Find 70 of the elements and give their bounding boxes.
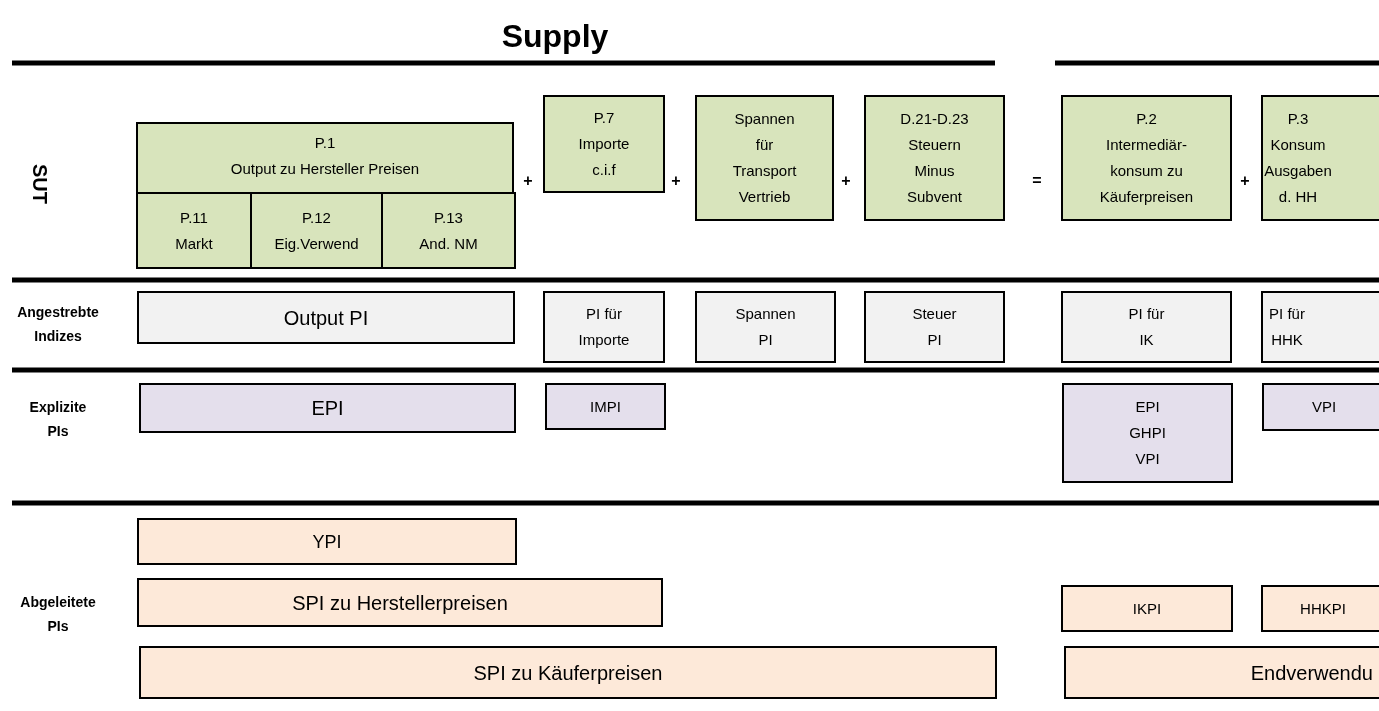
box-text: IKPI <box>1132 598 1162 619</box>
box-text: GHPI <box>1129 423 1166 443</box>
box-text: P.12 <box>302 207 331 228</box>
operator-sign: + <box>522 171 534 191</box>
box-text: YPI <box>312 530 342 554</box>
box-text: P.2 <box>1136 109 1157 129</box>
row-header: SUT <box>29 163 51 206</box>
derived-index-box <box>1061 585 1233 632</box>
derived-index-box <box>137 518 517 565</box>
target-index-box <box>543 291 665 363</box>
box-text: Output PI <box>283 305 369 331</box>
box-text: P.11 <box>180 207 208 228</box>
box-text: EPI <box>1135 397 1160 417</box>
derived-index-box <box>1064 646 1379 699</box>
box-text: Output zu Hersteller Preisen <box>230 159 420 179</box>
operator-sign: + <box>840 171 852 191</box>
row-header: Explizite PIs <box>28 398 88 441</box>
box-text: P.7 <box>593 108 615 128</box>
account-box <box>543 95 665 193</box>
box-text: Spannen PI <box>734 304 797 350</box>
target-index-box <box>1061 291 1232 363</box>
target-index-box <box>137 291 515 344</box>
box-text: P.1 <box>314 133 336 153</box>
box-text: PI für HHK <box>1268 304 1306 350</box>
derived-index-box <box>137 578 663 627</box>
box-text: HHKPI <box>1299 598 1347 619</box>
target-index-box <box>695 291 836 363</box>
box-text: And. NM <box>419 233 478 254</box>
box-text: SPI zu Herstellerpreisen <box>292 590 508 616</box>
box-text: P.3 <box>1286 109 1310 129</box>
account-box <box>864 95 1005 221</box>
box-text: Intermediär- konsum zu Käuferpreisen <box>1098 135 1195 207</box>
row-header: Angestrebte Indizes <box>16 303 100 346</box>
box-text: Importe c.i.f <box>577 134 631 180</box>
box-text: PI für IK <box>1127 304 1166 350</box>
row-header: Abgeleitete PIs <box>19 593 97 636</box>
explicit-index-box <box>1062 383 1233 483</box>
account-box <box>136 122 514 267</box>
account-box <box>695 95 834 221</box>
derived-index-box <box>1261 585 1379 632</box>
diagram-title: Supply <box>500 18 610 55</box>
operator-sign: + <box>670 171 682 191</box>
target-index-box <box>864 291 1005 363</box>
target-index-box <box>1261 291 1379 363</box>
box-text: Endverwendu <box>1250 660 1373 686</box>
box-text: P.13 <box>434 207 463 228</box>
box-text: EPI <box>311 396 344 421</box>
explicit-index-box <box>545 383 666 430</box>
box-text: VPI <box>1135 449 1160 469</box>
box-text: SPI zu Käuferpreisen <box>473 660 663 686</box>
operator-sign: = <box>1031 171 1043 191</box>
box-text: Eig.Verwend <box>274 233 359 254</box>
box-text: D.21-D.23 <box>900 109 969 129</box>
box-text: IMPI <box>590 396 621 417</box>
account-box <box>381 192 516 269</box>
box-text: Spannen für Transport Vertrieb <box>731 109 798 207</box>
account-box <box>1261 95 1379 221</box>
box-text: PI für Importe <box>577 304 631 350</box>
derived-index-box <box>139 646 997 699</box>
box-text: Markt <box>175 233 213 254</box>
operator-sign: + <box>1239 171 1251 191</box>
account-box <box>136 192 252 269</box>
explicit-index-box <box>139 383 516 433</box>
account-box <box>1061 95 1232 221</box>
explicit-index-box <box>1262 383 1379 431</box>
box-text: VPI <box>1310 397 1338 417</box>
box-text: Steuer PI <box>911 304 958 350</box>
account-box <box>250 192 383 269</box>
box-text: Steuern Minus Subvent <box>905 135 963 207</box>
box-text: Konsum Ausgaben d. HH <box>1263 135 1333 207</box>
